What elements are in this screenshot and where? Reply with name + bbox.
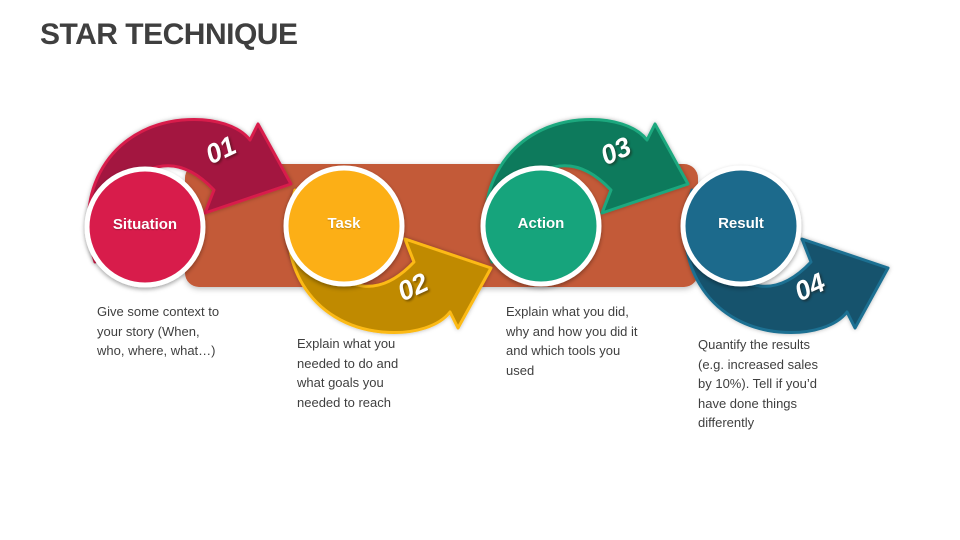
circle-task [283,165,405,287]
circle-label-action: Action [517,215,565,232]
step-description-result: Quantify the results (e.g. increased sal… [698,337,818,430]
circle-action [480,165,602,287]
step-description-task: Explain what you needed to do and what g… [297,336,399,410]
circle-label-result: Result [718,215,764,232]
step-description-situation: Give some context to your story (When, w… [97,304,220,358]
slide-title: STAR TECHNIQUE [40,18,298,51]
circle-situation [84,166,206,288]
circle-result [680,165,802,287]
circle-label-task: Task [327,215,361,232]
circle-label-situation: Situation [112,216,178,233]
step-description-action: Explain what you did, why and how you di… [506,304,638,378]
